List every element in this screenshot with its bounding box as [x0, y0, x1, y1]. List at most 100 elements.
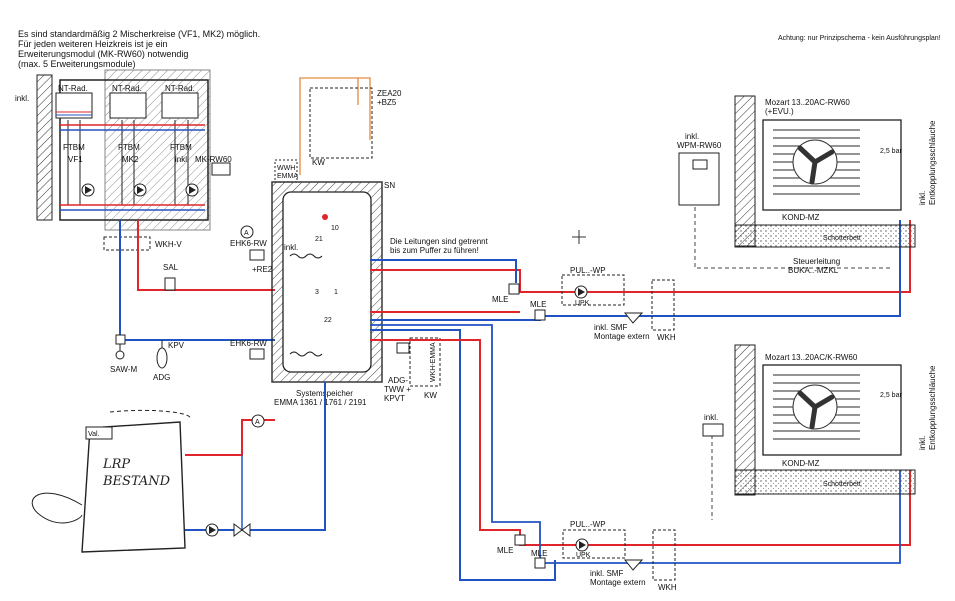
- smf-filter-bottom: [623, 559, 644, 571]
- separate-lines-note-2: bis zum Puffer zu führen!: [390, 246, 479, 255]
- radiator-1: [55, 92, 93, 119]
- inkl-label-left: inkl.: [15, 94, 29, 103]
- steuerleitung-label: Steuerleitung: [793, 257, 840, 266]
- sensor-10: 10: [331, 225, 339, 232]
- entk-label-bottom: Entkopplungsschläuche: [928, 365, 937, 450]
- kw-top-label: KW: [312, 158, 325, 167]
- bz5-label: +BZ5: [377, 98, 397, 107]
- mle-label-top-b: MLE: [530, 300, 546, 309]
- mle-label-bottom-b: MLE: [531, 549, 547, 558]
- nt-rad-label-1: NT-Rad.: [58, 84, 88, 93]
- storage-tank: ZEA20 +BZ5 KW WWH EMMA 10 21 3 1 22 EHK6…: [230, 77, 489, 407]
- smf-label-top: inkl. SMF: [594, 323, 627, 332]
- kw-bottom-label: KW: [424, 391, 437, 400]
- mozart-label-bottom: Mozart 13..20AC/K-RW60: [765, 353, 858, 362]
- fan-icon-top: [797, 145, 835, 185]
- note-principle-only: Achtung: nur Prinzipschema - kein Ausfüh…: [778, 35, 941, 42]
- kond-mz-label-top: KOND-MZ: [782, 213, 819, 222]
- kpv-label: KPV: [168, 341, 185, 350]
- pul-wp-label-bottom: PUL..-WP: [570, 520, 606, 529]
- sal-valve: [164, 277, 176, 291]
- saw-m-label: SAW-M: [110, 365, 137, 374]
- saw-m-unit: [115, 334, 126, 360]
- ftbm-label-2: FTBM: [118, 143, 140, 152]
- ftbm-label-1: FTBM: [63, 143, 85, 152]
- boiler-limiter: A: [251, 414, 265, 428]
- entk-inkl-label-top: inkl.: [918, 191, 927, 205]
- zea20-module: [309, 87, 373, 159]
- crosshair-cursor-icon: [572, 230, 586, 244]
- sn-label: SN: [384, 181, 395, 190]
- upk-label-top: UPK: [575, 300, 590, 307]
- mle-valve-top-a: [508, 283, 520, 295]
- re2-label: +RE2: [252, 265, 273, 274]
- relay-box-bottom: [702, 423, 724, 437]
- mle-valve-bottom-a: [514, 534, 526, 546]
- ehk-inkl-label: inkl.: [284, 243, 298, 252]
- schotterbett-label-top: Schotterbett: [823, 235, 861, 242]
- heating-pump-1: [81, 183, 95, 197]
- note-extension-2: Erweiterungsmodul (MK-RW60) notwendig: [18, 49, 189, 59]
- mle-valve-bottom-b: [534, 557, 546, 569]
- ftbm-label-3: FTBM: [170, 143, 192, 152]
- ehk6-bottom-label: EHK6-RW: [230, 339, 267, 348]
- limiter-symbol: A: [240, 225, 254, 239]
- montage-label-top: Montage extern: [594, 332, 650, 341]
- kond-mz-label-bottom: KOND-MZ: [782, 459, 819, 468]
- boiler-label-lrp: LRP: [102, 457, 130, 472]
- svg-text:A: A: [244, 230, 249, 237]
- note-extension-1: Für jeden weiteren Heizkreis ist je ein: [18, 39, 168, 49]
- montage-label-bottom: Montage extern: [590, 578, 646, 587]
- nt-rad-label-3: NT-Rad.: [165, 84, 195, 93]
- sensor-22: 22: [324, 317, 332, 324]
- sensor-21: 21: [315, 236, 323, 243]
- wpm-rw60-controller: [678, 152, 720, 206]
- pul-wp-label-top: PUL..-WP: [570, 266, 606, 275]
- kpvt-label: KPVT: [384, 394, 405, 403]
- mk-rw60-label: MK-RW60: [195, 155, 232, 164]
- system-storage-models: EMMA 1361 / 1761 / 2191: [274, 398, 367, 407]
- wwh-label: WWH: [277, 165, 295, 172]
- wpm-inkl-label: inkl.: [685, 132, 699, 141]
- note-mixer-circuits: Es sind standardmäßig 2 Mischerkreise (V…: [18, 29, 261, 39]
- expansion-vessel: [156, 340, 168, 369]
- boiler-pump: [205, 523, 219, 537]
- heating-pump-3: [185, 183, 199, 197]
- inkl-mk-label: inkl.: [175, 155, 189, 164]
- vf1-label: VF1: [68, 155, 83, 164]
- sensor-3: 3: [315, 289, 319, 296]
- wkh-emma-label: WKH-EMMA: [430, 342, 437, 382]
- ehk6-top-label: EHK6-RW: [230, 239, 267, 248]
- existing-boiler: Val. LRP BESTAND A: [31, 382, 326, 553]
- mk2-label: MK2: [122, 155, 139, 164]
- mozart-label-top: Mozart 13..20AC-RW60: [765, 98, 850, 107]
- boiler-tag: Val.: [88, 431, 100, 438]
- fan-icon-bottom: [797, 390, 835, 430]
- entk-label-top: Entkopplungsschläuche: [928, 120, 937, 205]
- heat-pump-circuit-bottom: MLE MLE PUL..-WP UPK inkl. SMF Montage e…: [497, 344, 937, 592]
- wkh-label-bottom: WKH: [658, 583, 677, 592]
- radiator-2: [109, 92, 147, 119]
- smf-filter-top: [623, 312, 644, 324]
- sal-label: SAL: [163, 263, 179, 272]
- mle-valve-top-b: [534, 309, 546, 321]
- radiator-3: [161, 92, 199, 119]
- nt-rad-label-2: NT-Rad.: [112, 84, 142, 93]
- mle-label-bottom-a: MLE: [497, 546, 513, 555]
- heating-pump-2: [133, 183, 147, 197]
- separate-lines-note-1: Die Leitungen sind getrennt: [390, 237, 489, 246]
- svg-text:A: A: [255, 419, 260, 426]
- bar-label-top: 2,5 bar: [880, 148, 902, 155]
- buka-mzkl-label: BUKA..-MZKL: [788, 266, 839, 275]
- adg-label: ADG: [153, 373, 170, 382]
- heating-circuits: NT-Rad. NT-Rad. NT-Rad. inkl. FTBM FTBM …: [15, 69, 275, 382]
- evu-label-top: (+EVU.): [765, 107, 794, 116]
- mle-label-top-a: MLE: [492, 295, 508, 304]
- tww-label: TWW +: [384, 385, 411, 394]
- zea20-label: ZEA20: [377, 89, 402, 98]
- mk-rw60-module: [211, 162, 231, 176]
- wwh-emma-label: EMMA: [277, 173, 298, 180]
- boiler-mixer-valve: [233, 523, 251, 537]
